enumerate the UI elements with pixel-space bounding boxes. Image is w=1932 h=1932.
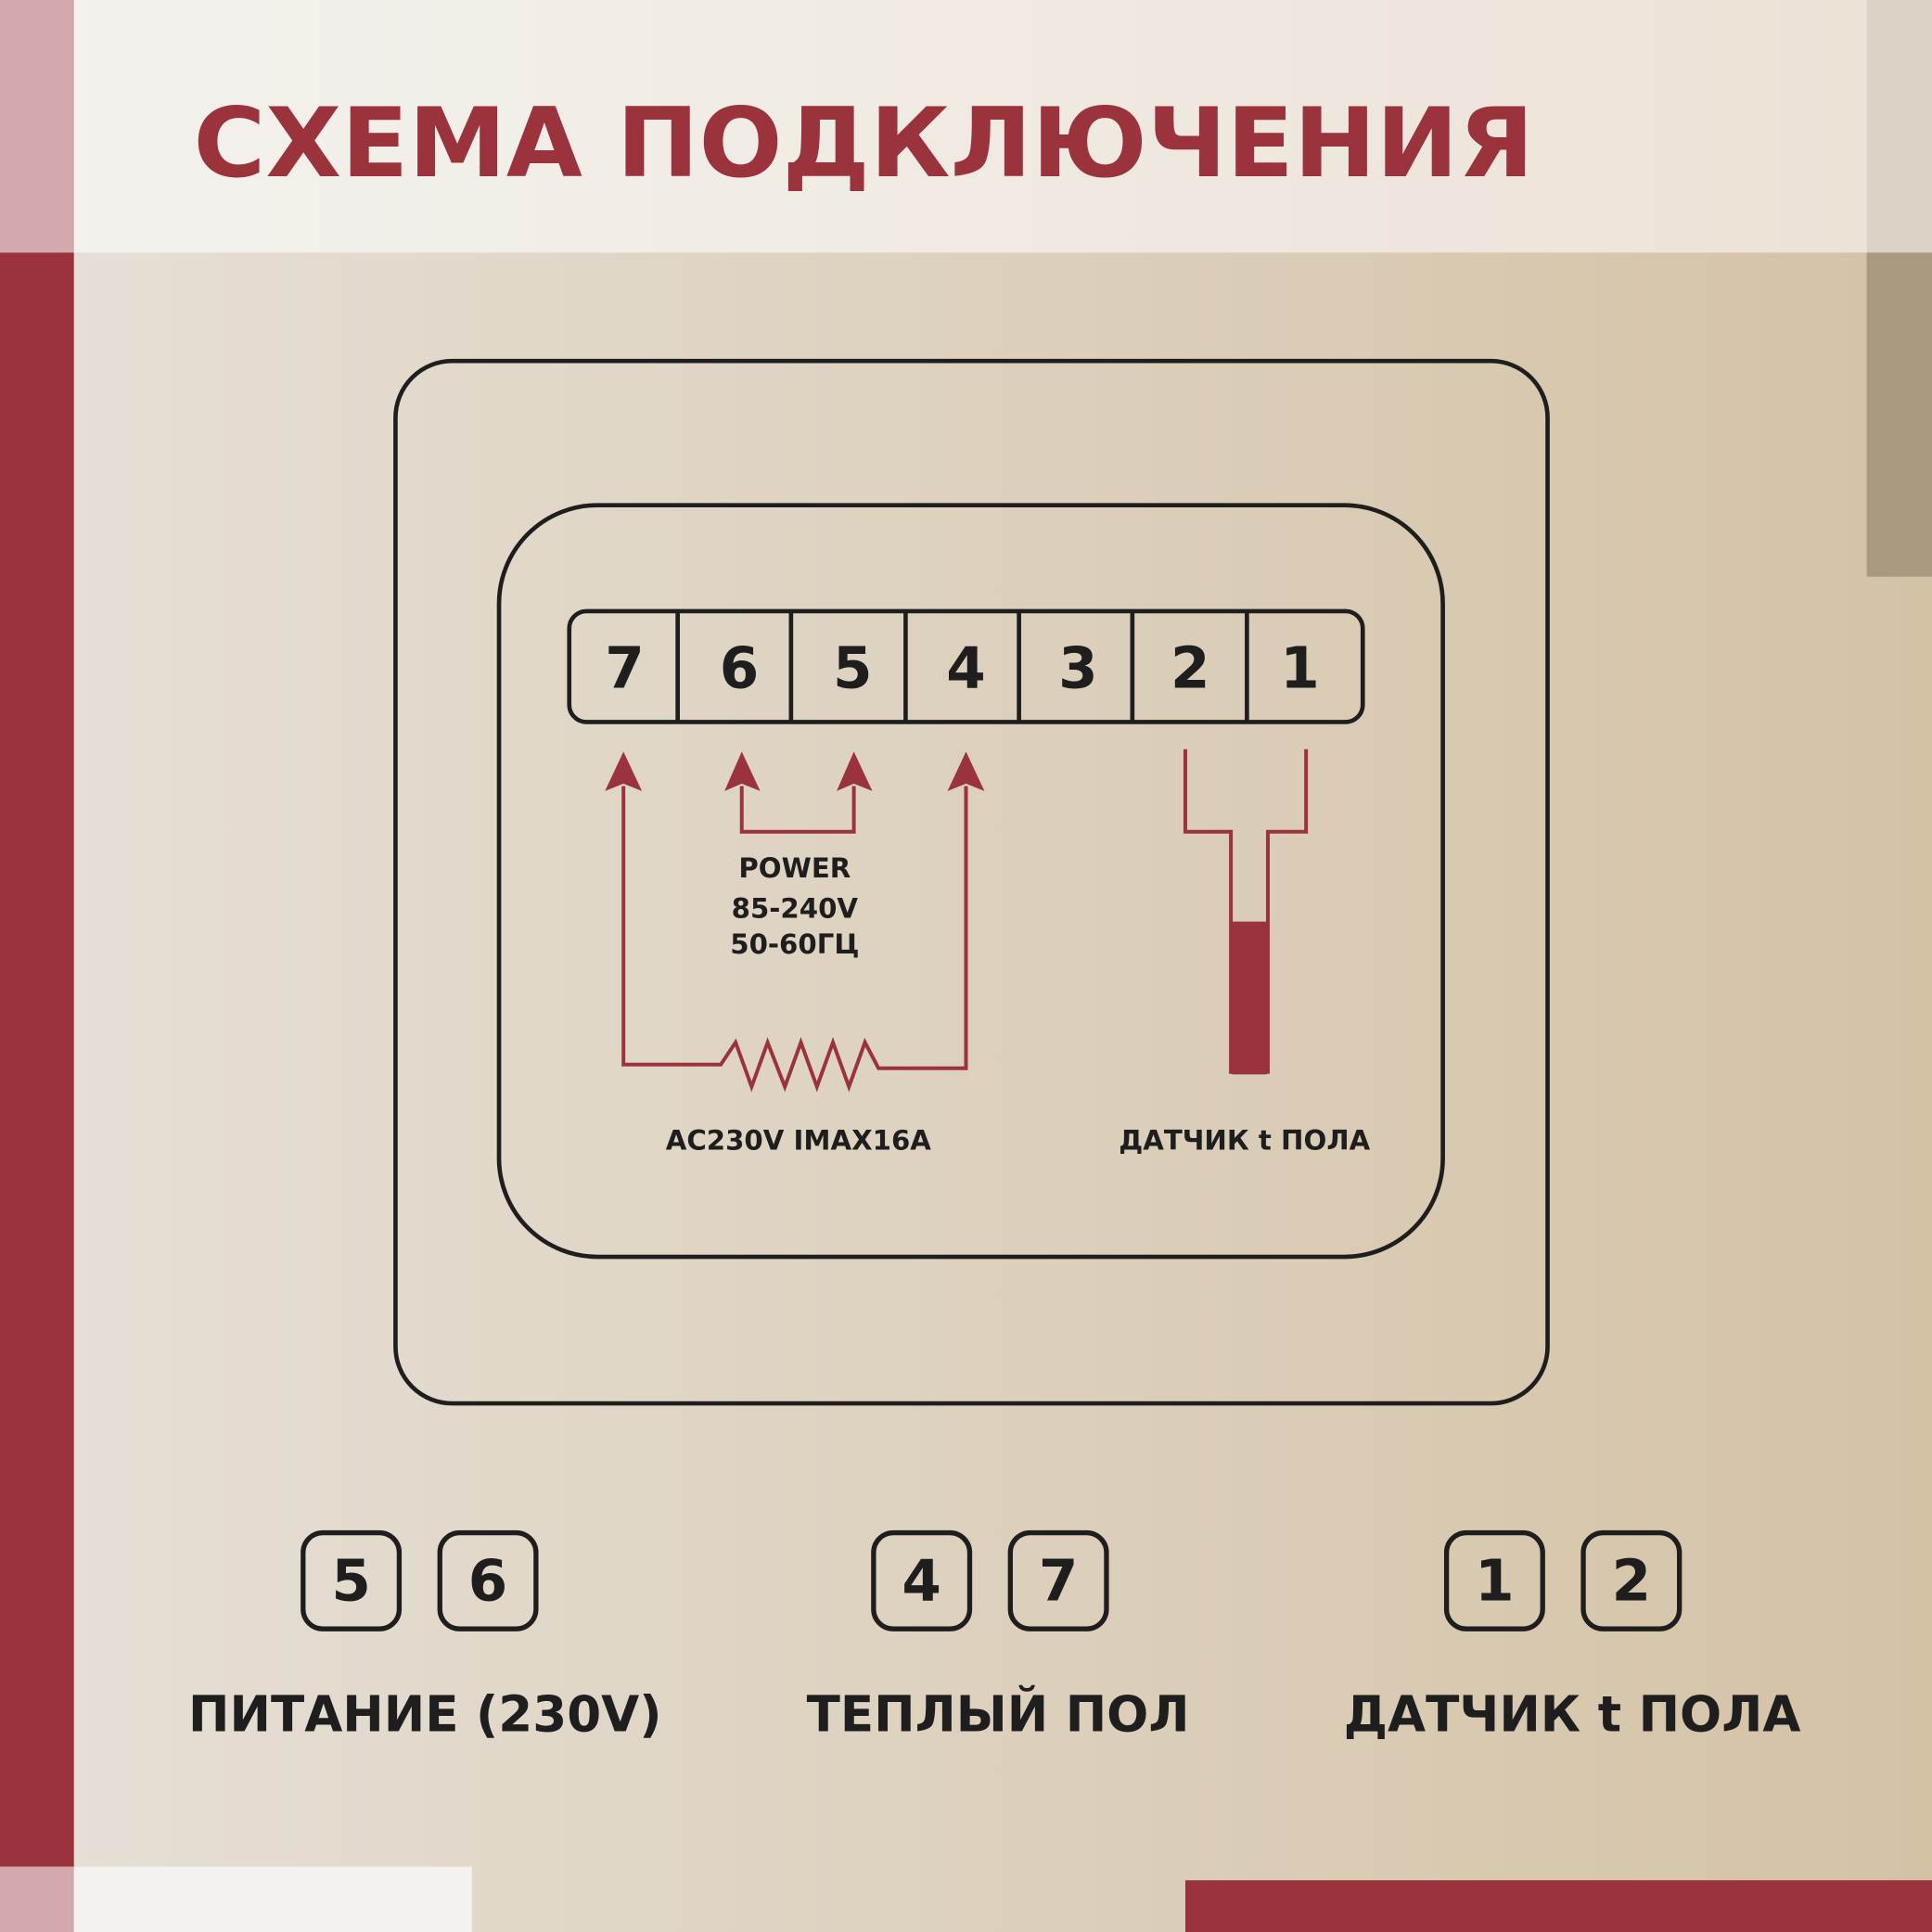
- terminal-4: 4: [946, 635, 986, 701]
- arrow-up-icon: [605, 751, 643, 791]
- legend-label: ПИТАНИЕ (230V): [188, 1685, 662, 1743]
- arrow-up-icon: [837, 751, 873, 791]
- legend-pin: 5: [331, 1549, 371, 1615]
- terminal-6: 6: [720, 635, 760, 701]
- page-title: СХЕМА ПОДКЛЮЧЕНИЯ: [194, 88, 1534, 199]
- terminal-strip: 7 6 5 4 3 2 1: [567, 608, 1365, 724]
- floor-sensor: [1183, 748, 1309, 1075]
- header-band: [0, 0, 1932, 253]
- legend-pin: 6: [468, 1549, 508, 1615]
- terminal-7: 7: [605, 635, 645, 701]
- power-circuit: POWER 85-240V 50-60ГЦ: [724, 751, 873, 960]
- arrow-up-icon: [724, 751, 761, 791]
- left-accent-bottom: [0, 1866, 74, 1932]
- thermostat-inner-frame: [496, 503, 1445, 1260]
- load-circuit: [605, 751, 985, 1093]
- arrow-up-icon: [947, 751, 985, 791]
- legend-label: ДАТЧИК t ПОЛА: [1344, 1685, 1801, 1743]
- power-frequency: 50-60ГЦ: [730, 928, 859, 960]
- legend-sensor: 1 2 ДАТЧИК t ПОЛА: [1344, 1529, 1801, 1743]
- right-accent-top: [1866, 0, 1932, 253]
- bottom-accent-block: [1184, 1880, 1932, 1932]
- legend-pin: 4: [902, 1549, 941, 1615]
- legend-pin: 7: [1039, 1549, 1079, 1615]
- legend-power: 5 6 ПИТАНИЕ (230V): [188, 1529, 662, 1743]
- left-accent-top: [0, 0, 74, 253]
- thermostat-outer-frame: [393, 358, 1550, 1406]
- left-accent-bar: [0, 252, 74, 1867]
- power-label: POWER: [738, 852, 851, 884]
- terminal-3: 3: [1058, 635, 1098, 701]
- power-voltage: 85-240V: [732, 893, 859, 925]
- legend-pin: 1: [1475, 1549, 1515, 1615]
- load-label: AC230V IMAX16A: [666, 1124, 932, 1156]
- legend-label: ТЕПЛЫЙ ПОЛ: [807, 1684, 1190, 1743]
- sensor-label: ДАТЧИК t ПОЛА: [1119, 1124, 1370, 1156]
- terminal-5: 5: [833, 635, 873, 701]
- heating-resistor-wire: [621, 786, 968, 1093]
- terminal-1: 1: [1280, 635, 1320, 701]
- terminal-2: 2: [1171, 635, 1210, 701]
- bottom-light-block: [73, 1866, 472, 1932]
- right-accent-bar: [1866, 252, 1932, 577]
- legend-pin: 2: [1612, 1549, 1652, 1615]
- legend-floor-heating: 4 7 ТЕПЛЫЙ ПОЛ: [807, 1529, 1190, 1743]
